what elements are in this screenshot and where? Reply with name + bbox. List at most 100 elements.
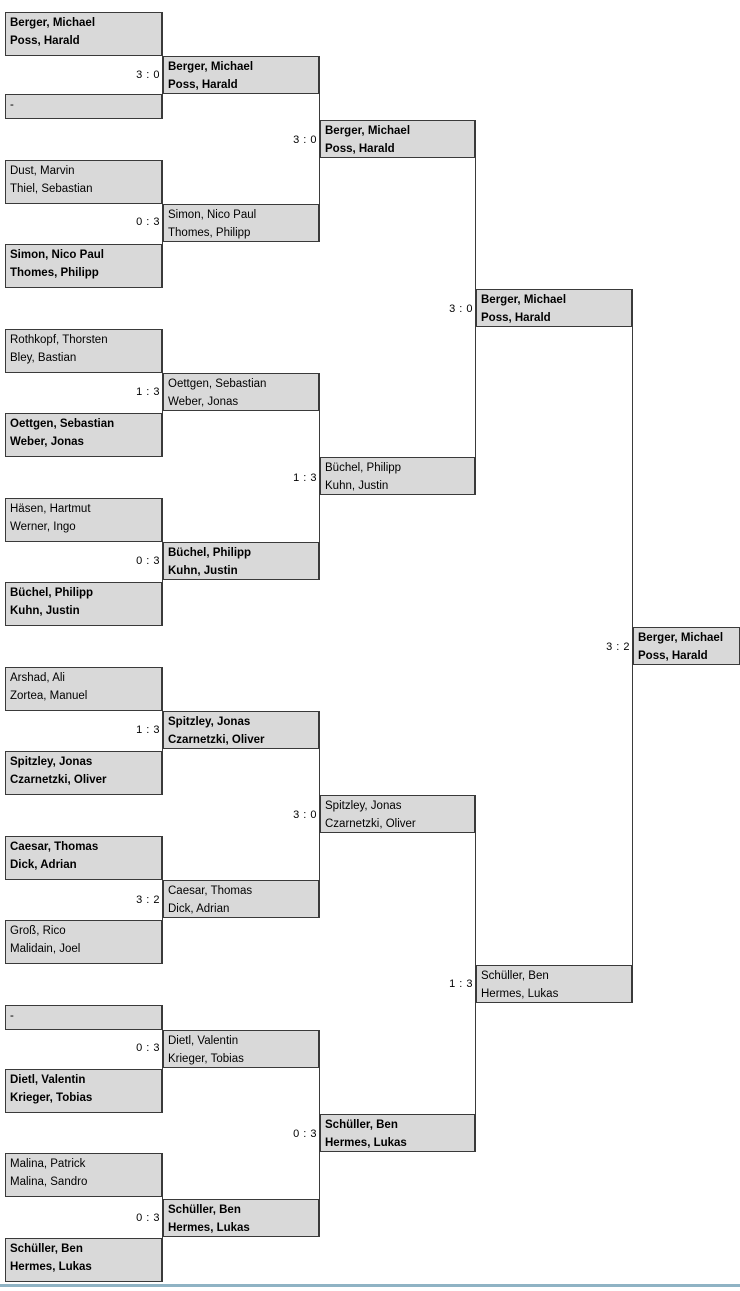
- bracket-connector: [319, 373, 320, 580]
- team-player-2: Kuhn, Justin: [325, 479, 389, 492]
- match-slot[interactable]: Malina, Patrick Malina, Sandro: [5, 1153, 162, 1197]
- team-player-1: -: [10, 99, 14, 111]
- bracket-connector: [162, 1153, 163, 1282]
- match-slot[interactable]: Dust, Marvin Thiel, Sebastian: [5, 160, 162, 204]
- team-player-1: Malina, Patrick: [10, 1158, 86, 1170]
- team-player-2: Dick, Adrian: [168, 902, 230, 915]
- match-slot[interactable]: Büchel, Philipp Kuhn, Justin: [163, 542, 319, 580]
- match-score: 1 : 3: [449, 978, 473, 990]
- team-player-2: Kuhn, Justin: [168, 564, 238, 577]
- team-player-1: Spitzley, Jonas: [325, 800, 402, 812]
- bracket-connector: [162, 1005, 163, 1113]
- team-player-1: Dietl, Valentin: [168, 1035, 239, 1047]
- bracket-connector: [162, 498, 163, 626]
- team-player-2: Zortea, Manuel: [10, 689, 88, 702]
- team-player-1: Oettgen, Sebastian: [10, 418, 115, 430]
- team-player-2: Malina, Sandro: [10, 1175, 88, 1188]
- match-slot[interactable]: Spitzley, Jonas Czarnetzki, Oliver: [163, 711, 319, 749]
- match-slot[interactable]: Groß, Rico Malidain, Joel: [5, 920, 162, 964]
- team-player-1: Büchel, Philipp: [325, 462, 402, 474]
- team-player-1: Dust, Marvin: [10, 165, 75, 177]
- team-player-2: Krieger, Tobias: [168, 1052, 244, 1065]
- match-slot[interactable]: -: [5, 1005, 162, 1030]
- bracket-connector: [475, 795, 476, 1152]
- match-slot[interactable]: Schüller, Ben Hermes, Lukas: [163, 1199, 319, 1237]
- team-player-2: Poss, Harald: [325, 142, 395, 155]
- bracket-connector: [319, 56, 320, 242]
- match-score: 0 : 3: [136, 1212, 160, 1224]
- match-slot[interactable]: Berger, Michael Poss, Harald: [163, 56, 319, 94]
- match-score: 3 : 0: [136, 69, 160, 81]
- bracket-connector: [162, 12, 163, 119]
- match-slot[interactable]: Caesar, Thomas Dick, Adrian: [163, 880, 319, 918]
- team-player-2: Poss, Harald: [481, 311, 551, 324]
- match-score: 0 : 3: [136, 555, 160, 567]
- match-slot[interactable]: Dietl, Valentin Krieger, Tobias: [163, 1030, 319, 1068]
- match-slot[interactable]: Simon, Nico Paul Thomes, Philipp: [163, 204, 319, 242]
- team-player-1: Oettgen, Sebastian: [168, 378, 267, 390]
- tournament-winner[interactable]: Berger, Michael Poss, Harald: [633, 627, 740, 665]
- team-player-2: Thomes, Philipp: [10, 266, 99, 279]
- match-slot[interactable]: Spitzley, Jonas Czarnetzki, Oliver: [320, 795, 475, 833]
- team-player-1: Spitzley, Jonas: [10, 756, 93, 768]
- match-slot[interactable]: Schüller, Ben Hermes, Lukas: [476, 965, 632, 1003]
- team-player-2: Hermes, Lukas: [481, 987, 559, 1000]
- team-player-2: Malidain, Joel: [10, 942, 81, 955]
- match-slot[interactable]: Rothkopf, Thorsten Bley, Bastian: [5, 329, 162, 373]
- match-slot[interactable]: Büchel, Philipp Kuhn, Justin: [5, 582, 162, 626]
- match-slot[interactable]: Schüller, Ben Hermes, Lukas: [320, 1114, 475, 1152]
- team-player-1: Berger, Michael: [10, 17, 96, 29]
- team-player-1: Berger, Michael: [325, 125, 411, 137]
- team-player-2: Bley, Bastian: [10, 351, 77, 364]
- team-player-1: Häsen, Hartmut: [10, 503, 91, 515]
- match-slot[interactable]: Berger, Michael Poss, Harald: [320, 120, 475, 158]
- match-score: 3 : 2: [606, 641, 630, 653]
- bracket-connector: [632, 289, 633, 1003]
- team-player-1: Caesar, Thomas: [10, 841, 99, 853]
- team-player-2: Hermes, Lukas: [325, 1136, 407, 1149]
- team-player-1: Dietl, Valentin: [10, 1074, 86, 1086]
- team-player-2: Kuhn, Justin: [10, 604, 80, 617]
- footer-divider: [0, 1284, 740, 1287]
- team-player-1: Spitzley, Jonas: [168, 716, 251, 728]
- team-player-2: Hermes, Lukas: [168, 1221, 250, 1234]
- bracket-connector: [475, 120, 476, 495]
- bracket-connector: [319, 1030, 320, 1237]
- match-slot[interactable]: Spitzley, Jonas Czarnetzki, Oliver: [5, 751, 162, 795]
- team-player-2: Weber, Jonas: [10, 435, 84, 448]
- match-slot[interactable]: Arshad, Ali Zortea, Manuel: [5, 667, 162, 711]
- match-slot[interactable]: -: [5, 94, 162, 119]
- match-score: 0 : 3: [136, 1042, 160, 1054]
- team-player-1: Berger, Michael: [168, 61, 254, 73]
- match-score: 1 : 3: [136, 386, 160, 398]
- match-slot[interactable]: Berger, Michael Poss, Harald: [5, 12, 162, 56]
- team-player-2: Weber, Jonas: [168, 395, 239, 408]
- team-player-1: Simon, Nico Paul: [10, 249, 104, 261]
- match-score: 1 : 3: [136, 724, 160, 736]
- match-slot[interactable]: Oettgen, Sebastian Weber, Jonas: [163, 373, 319, 411]
- team-player-1: Schüller, Ben: [325, 1119, 398, 1131]
- match-slot[interactable]: Oettgen, Sebastian Weber, Jonas: [5, 413, 162, 457]
- team-player-2: Hermes, Lukas: [10, 1260, 92, 1273]
- bracket-connector: [162, 160, 163, 288]
- match-slot[interactable]: Schüller, Ben Hermes, Lukas: [5, 1238, 162, 1282]
- team-player-1: Büchel, Philipp: [168, 547, 252, 559]
- team-player-1: Schüller, Ben: [10, 1243, 83, 1255]
- match-slot[interactable]: Caesar, Thomas Dick, Adrian: [5, 836, 162, 880]
- match-slot[interactable]: Berger, Michael Poss, Harald: [476, 289, 632, 327]
- match-slot[interactable]: Dietl, Valentin Krieger, Tobias: [5, 1069, 162, 1113]
- team-player-1: Schüller, Ben: [168, 1204, 241, 1216]
- team-player-2: Krieger, Tobias: [10, 1091, 93, 1104]
- team-player-1: Berger, Michael: [638, 632, 724, 644]
- match-slot[interactable]: Häsen, Hartmut Werner, Ingo: [5, 498, 162, 542]
- bracket-connector: [162, 667, 163, 795]
- team-player-2: Werner, Ingo: [10, 520, 76, 533]
- team-player-1: Büchel, Philipp: [10, 587, 94, 599]
- team-player-1: Simon, Nico Paul: [168, 209, 257, 221]
- match-score: 1 : 3: [293, 472, 317, 484]
- match-score: 3 : 0: [293, 134, 317, 146]
- match-score: 3 : 0: [293, 809, 317, 821]
- match-slot[interactable]: Simon, Nico Paul Thomes, Philipp: [5, 244, 162, 288]
- bracket-connector: [319, 711, 320, 918]
- match-slot[interactable]: Büchel, Philipp Kuhn, Justin: [320, 457, 475, 495]
